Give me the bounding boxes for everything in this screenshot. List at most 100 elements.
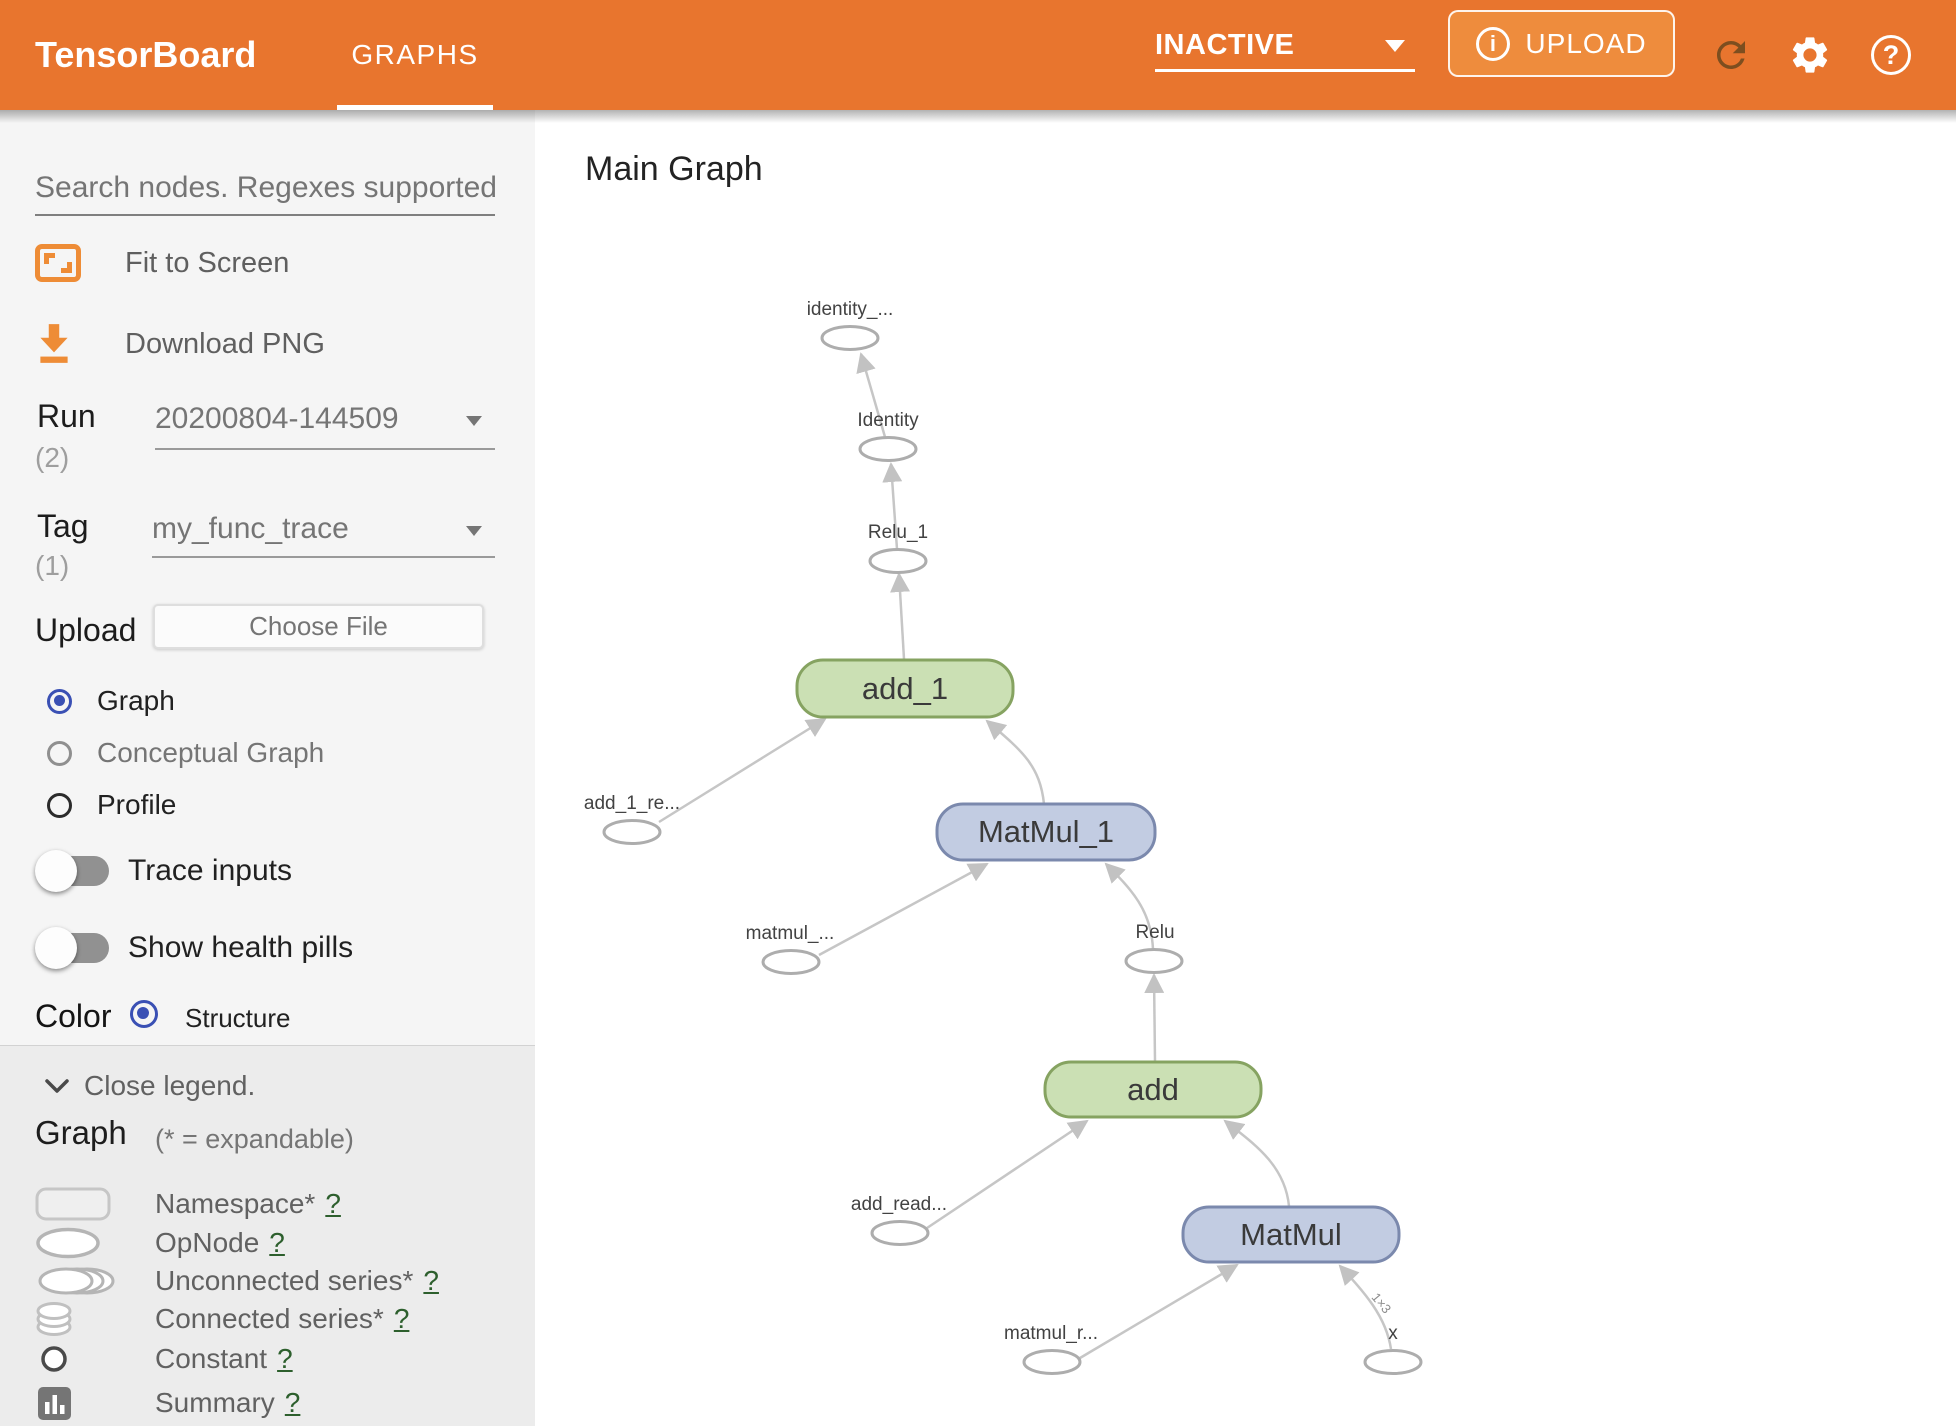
radio-graph[interactable]: Graph: [47, 685, 175, 716]
run-select[interactable]: 20200804-144509: [155, 402, 399, 435]
op-node-matmul-read[interactable]: matmul_r...: [1004, 1323, 1098, 1375]
tag-caret-icon[interactable]: [466, 526, 482, 536]
opnode-ellipse[interactable]: [868, 548, 928, 574]
edge-add1-to-relu1: [890, 572, 911, 660]
svg-text:identity_...: identity_...: [807, 299, 894, 320]
close-legend-button[interactable]: Close legend.: [45, 1070, 255, 1102]
node-add-1[interactable]: add_1: [795, 658, 1015, 719]
namespace-shape-icon: [35, 1186, 155, 1222]
search-input[interactable]: [35, 162, 495, 216]
help-link[interactable]: ?: [393, 1303, 410, 1334]
svg-text:add_read...: add_read...: [851, 1194, 947, 1215]
namespace-rect[interactable]: [1043, 1060, 1263, 1119]
refresh-icon[interactable]: [1705, 0, 1757, 110]
status-dropdown[interactable]: INACTIVE: [1155, 0, 1417, 110]
edge-matmulread-to-matmul: [1079, 1263, 1239, 1360]
header-shadow: [0, 110, 1956, 123]
legend-item-unconnected-series: Unconnected series* ?: [35, 1262, 439, 1300]
op-node-identity[interactable]: Identity: [857, 410, 919, 462]
fit-to-screen-icon: [35, 244, 83, 282]
svg-text:add_1: add_1: [862, 671, 948, 706]
download-png-label: Download PNG: [125, 327, 325, 360]
radio-profile[interactable]: Profile: [47, 789, 176, 820]
edge-x-to-matmul: [1338, 1264, 1393, 1350]
opnode-ellipse[interactable]: [1124, 948, 1184, 974]
node-matmul-1[interactable]: MatMul_1: [935, 802, 1157, 862]
op-node-add-read[interactable]: add_read...: [851, 1194, 947, 1246]
opnode-ellipse[interactable]: [870, 1220, 930, 1246]
toggle-off-icon: [35, 927, 115, 969]
svg-text:add_1_re...: add_1_re...: [584, 793, 680, 814]
opnode-ellipse[interactable]: [858, 436, 918, 462]
op-node-relu-1[interactable]: Relu_1: [868, 522, 928, 574]
radio-structure[interactable]: [130, 1000, 158, 1028]
info-icon: i: [1476, 26, 1511, 61]
opnode-ellipse[interactable]: [761, 949, 821, 975]
op-node-add-1-read[interactable]: add_1_re...: [584, 793, 680, 845]
help-link[interactable]: ?: [284, 1387, 301, 1418]
app-header: TensorBoard GRAPHS INACTIVE i UPLOAD ?: [0, 0, 1956, 110]
chevron-down-icon: [45, 1078, 69, 1093]
sidebar: Fit to Screen Download PNG Run (2) 20200…: [0, 110, 535, 1426]
svg-text:Identity: Identity: [857, 410, 919, 431]
unconnected-series-shape-icon: [35, 1263, 155, 1299]
legend-item-opnode: OpNode ?: [35, 1224, 285, 1262]
svg-text:MatMul_1: MatMul_1: [978, 814, 1114, 849]
run-caret-icon[interactable]: [466, 416, 482, 426]
gear-icon[interactable]: [1782, 0, 1838, 110]
status-dropdown-value: INACTIVE: [1155, 29, 1295, 61]
legend-heading-note: (* = expandable): [155, 1124, 354, 1154]
op-node-relu[interactable]: Relu: [1124, 922, 1184, 974]
run-count: (2): [35, 442, 70, 473]
help-link[interactable]: ?: [325, 1188, 341, 1219]
trace-inputs-toggle[interactable]: Trace inputs: [35, 850, 292, 892]
edge-matmul-to-add: [1223, 1119, 1291, 1207]
node-matmul[interactable]: MatMul: [1181, 1205, 1401, 1264]
op-node-x[interactable]: x: [1363, 1323, 1423, 1375]
legend-item-constant: Constant ?: [35, 1340, 293, 1378]
upload-button[interactable]: i UPLOAD: [1448, 10, 1675, 77]
node-add[interactable]: add: [1043, 1060, 1263, 1119]
tag-count: (1): [35, 550, 70, 581]
edge-shape-label: 1×3: [1369, 1290, 1395, 1317]
op-node-matmul-1-read[interactable]: matmul_...: [746, 923, 835, 975]
edge-relu1-to-identity: [882, 462, 903, 550]
opnode-ellipse[interactable]: [602, 819, 662, 845]
run-select-underline: [155, 448, 495, 450]
svg-text:Relu: Relu: [1135, 922, 1174, 943]
help-link[interactable]: ?: [269, 1227, 285, 1258]
help-link[interactable]: ?: [277, 1343, 293, 1374]
opnode-ellipse[interactable]: [820, 325, 880, 351]
edge-add-to-relu: [1144, 973, 1165, 1062]
radio-unselected-icon: [47, 740, 72, 766]
upload-label: Upload: [35, 612, 137, 648]
choose-file-button[interactable]: Choose File: [153, 604, 484, 649]
graph-canvas[interactable]: Main Graph 1×3: [535, 110, 1956, 1426]
chevron-down-icon: [1385, 40, 1405, 52]
legend-panel: Close legend. Graph (* = expandable) Nam…: [0, 1045, 535, 1426]
fit-to-screen-button[interactable]: Fit to Screen: [35, 244, 289, 282]
namespace-rect[interactable]: [1181, 1205, 1401, 1264]
namespace-rect[interactable]: [795, 658, 1015, 719]
op-node-identity-out[interactable]: identity_...: [807, 299, 894, 351]
summary-shape-icon: [35, 1385, 155, 1421]
color-structure-label: Structure: [185, 1003, 291, 1033]
connected-series-shape-icon: [35, 1299, 155, 1339]
page-title: Main Graph: [585, 150, 763, 188]
svg-text:Relu_1: Relu_1: [868, 522, 928, 543]
namespace-rect[interactable]: [935, 802, 1157, 862]
download-png-button[interactable]: Download PNG: [35, 322, 325, 366]
opnode-ellipse[interactable]: [1022, 1349, 1082, 1375]
help-icon[interactable]: ?: [1863, 0, 1919, 110]
edge-identity-to-identity-out: [856, 352, 887, 438]
opnode-ellipse[interactable]: [1363, 1349, 1423, 1375]
legend-item-connected-series: Connected series* ?: [35, 1300, 409, 1338]
show-health-pills-toggle[interactable]: Show health pills: [35, 927, 353, 969]
radio-conceptual-graph[interactable]: Conceptual Graph: [47, 737, 324, 768]
tab-graphs[interactable]: GRAPHS: [351, 39, 479, 70]
help-link[interactable]: ?: [423, 1265, 439, 1296]
svg-text:matmul_r...: matmul_r...: [1004, 1323, 1098, 1344]
tag-select[interactable]: my_func_trace: [152, 512, 349, 545]
svg-text:matmul_...: matmul_...: [746, 923, 835, 944]
